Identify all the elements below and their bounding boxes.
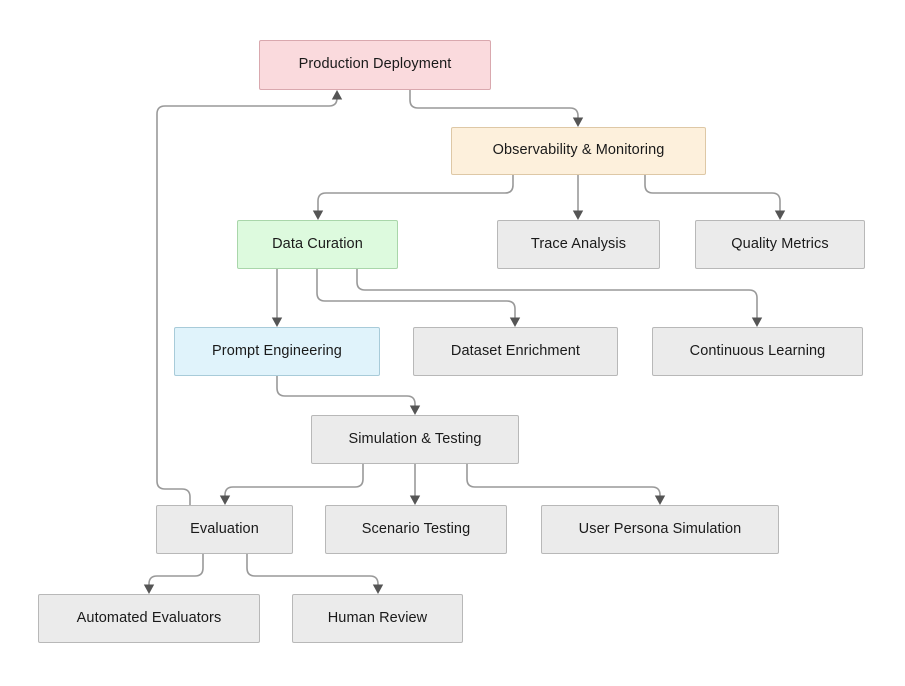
node-scenario_testing[interactable]: Scenario Testing <box>325 505 507 554</box>
edge-prompt_engineering-to-simulation_testing <box>276 376 421 415</box>
edge-simulation_testing-to-user_persona_simulation <box>466 464 666 505</box>
arrowhead-icon <box>751 317 763 327</box>
edge-evaluation-to-automated_evaluators <box>143 554 204 594</box>
arrowhead-icon <box>509 317 521 327</box>
arrowhead-icon <box>312 210 324 220</box>
node-label: Observability & Monitoring <box>492 142 665 159</box>
node-label: Quality Metrics <box>731 235 829 252</box>
arrowhead-icon <box>409 495 421 505</box>
arrowhead-icon <box>654 495 666 505</box>
node-label: Trace Analysis <box>530 235 627 252</box>
node-label: Prompt Engineering <box>212 342 342 359</box>
node-user_persona_simulation[interactable]: User Persona Simulation <box>541 505 779 554</box>
node-observability_monitoring[interactable]: Observability & Monitoring <box>451 127 706 175</box>
arrowhead-icon <box>774 210 786 220</box>
edge-observability_monitoring-to-data_curation <box>312 175 514 220</box>
node-label: Evaluation <box>190 520 259 537</box>
arrowhead-icon <box>372 584 384 594</box>
arrowhead-icon <box>219 495 231 505</box>
edge-data_curation-to-prompt_engineering <box>271 269 283 327</box>
arrowhead-icon <box>409 405 421 415</box>
node-evaluation[interactable]: Evaluation <box>156 505 293 554</box>
node-label: Production Deployment <box>298 56 452 73</box>
edge-observability_monitoring-to-quality_metrics <box>644 175 786 220</box>
node-label: User Persona Simulation <box>578 520 742 537</box>
node-quality_metrics[interactable]: Quality Metrics <box>695 220 865 269</box>
edge-data_curation-to-dataset_enrichment <box>316 269 521 327</box>
arrowhead-icon <box>331 90 343 100</box>
node-production_deployment[interactable]: Production Deployment <box>259 40 491 90</box>
arrowhead-icon <box>572 210 584 220</box>
node-label: Dataset Enrichment <box>450 342 581 359</box>
edge-simulation_testing-to-evaluation <box>219 464 364 505</box>
arrowhead-icon <box>271 317 283 327</box>
edge-data_curation-to-continuous_learning <box>356 269 763 327</box>
node-prompt_engineering[interactable]: Prompt Engineering <box>174 327 380 376</box>
arrowhead-icon <box>143 584 155 594</box>
node-continuous_learning[interactable]: Continuous Learning <box>652 327 863 376</box>
node-human_review[interactable]: Human Review <box>292 594 463 643</box>
node-label: Human Review <box>327 609 428 626</box>
node-automated_evaluators[interactable]: Automated Evaluators <box>38 594 260 643</box>
node-label: Scenario Testing <box>361 520 471 537</box>
node-data_curation[interactable]: Data Curation <box>237 220 398 269</box>
arrowhead-icon <box>572 117 584 127</box>
edge-evaluation-to-human_review <box>246 554 384 594</box>
node-trace_analysis[interactable]: Trace Analysis <box>497 220 660 269</box>
edge-observability_monitoring-to-trace_analysis <box>572 175 584 220</box>
node-simulation_testing[interactable]: Simulation & Testing <box>311 415 519 464</box>
node-label: Continuous Learning <box>689 342 826 359</box>
edge-production_deployment-to-observability_monitoring <box>409 90 584 127</box>
edge-simulation_testing-to-scenario_testing <box>409 464 421 505</box>
node-dataset_enrichment[interactable]: Dataset Enrichment <box>413 327 618 376</box>
node-label: Data Curation <box>272 235 363 252</box>
node-label: Simulation & Testing <box>348 430 482 447</box>
node-label: Automated Evaluators <box>76 609 222 626</box>
